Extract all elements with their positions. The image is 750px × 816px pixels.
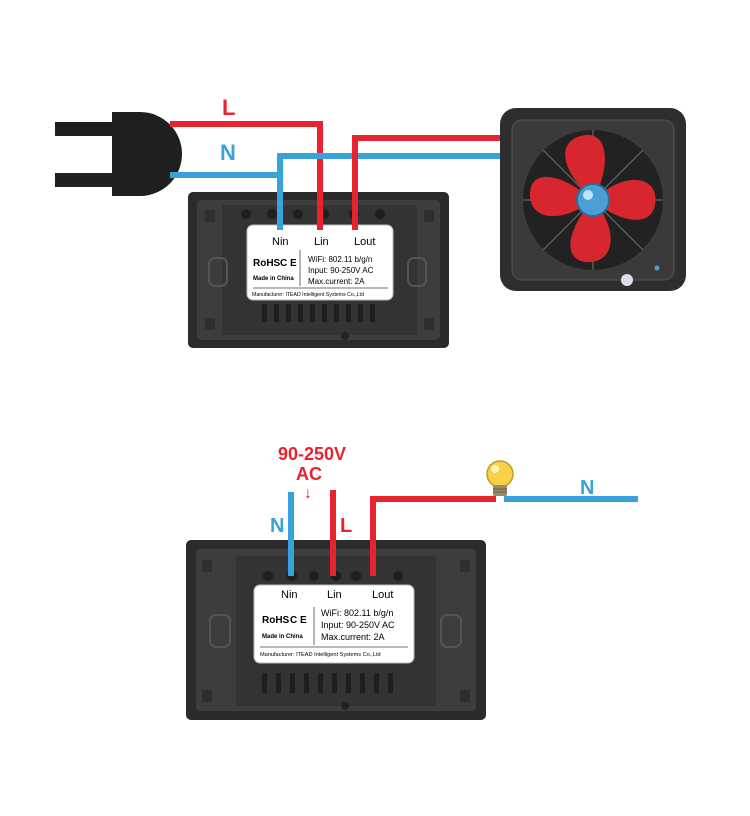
- terminal-label-lout: Lout: [354, 236, 375, 248]
- ce-mark: C E: [290, 615, 307, 626]
- ce-mark: C E: [280, 258, 297, 269]
- terminal-label-lin: Lin: [314, 236, 329, 248]
- wire-load-1: [352, 135, 500, 230]
- rohs-mark: RoHS: [253, 258, 281, 269]
- wire-live-label: L: [222, 95, 235, 120]
- wifi-spec: WiFi: 802.11 b/g/n: [321, 608, 393, 618]
- smart-switch-1: Nin Lin Lout RoHS C E Made in China WiFi…: [188, 192, 449, 348]
- rohs-mark: RoHS: [262, 615, 290, 626]
- max-current-spec: Max.current: 2A: [308, 277, 365, 286]
- diagram-fan-wiring: Nin Lin Lout RoHS C E Made in China WiFi…: [55, 95, 686, 348]
- down-arrow-icon: ↓: [304, 485, 312, 502]
- plug-icon: [55, 112, 182, 196]
- voltage-label-line2: AC: [296, 464, 322, 484]
- wire-neutral-label: N: [220, 140, 236, 165]
- exhaust-fan-icon: [500, 108, 686, 291]
- diagram-light-wiring: Nin Lin Lout RoHS C E Made in China WiFi…: [186, 444, 638, 720]
- smart-switch-2: Nin Lin Lout RoHS C E Made in China WiFi…: [186, 540, 486, 720]
- input-spec: Input: 90-250V AC: [308, 266, 374, 275]
- input-spec: Input: 90-250V AC: [321, 620, 395, 630]
- wire-neutral-label-left: N: [270, 515, 284, 537]
- voltage-label-line1: 90-250V: [278, 444, 346, 464]
- light-bulb-icon: [486, 460, 514, 496]
- terminal-label-lout: Lout: [372, 589, 393, 601]
- wifi-spec: WiFi: 802.11 b/g/n: [308, 255, 372, 264]
- terminal-label-nin: Nin: [272, 236, 289, 248]
- wire-live-label: L: [340, 515, 352, 537]
- made-in-china: Made in China: [253, 276, 294, 282]
- made-in-china: Made in China: [262, 634, 303, 640]
- wire-neutral-1: [170, 153, 500, 230]
- spec-label: [253, 584, 415, 664]
- wire-live-1: [170, 121, 323, 230]
- wire-neutral-label-right: N: [580, 477, 594, 499]
- manufacturer-text: Manufacturer: ITEAD Intelligent Systems …: [252, 292, 364, 298]
- manufacturer-text: Manufacturer: ITEAD Intelligent Systems …: [260, 652, 381, 658]
- terminal-label-lin: Lin: [327, 589, 342, 601]
- max-current-spec: Max.current: 2A: [321, 632, 385, 642]
- terminal-label-nin: Nin: [281, 589, 298, 601]
- wire-load-2: [370, 496, 496, 576]
